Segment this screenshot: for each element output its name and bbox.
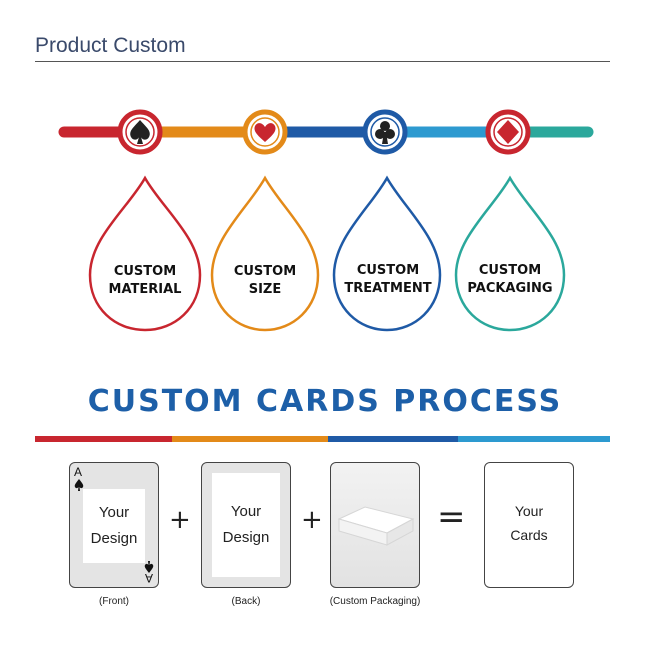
result-text: Your Cards: [485, 499, 573, 553]
back-design-area: Your Design: [212, 473, 280, 577]
design-line: Design: [222, 529, 270, 546]
design-line: Your: [98, 504, 130, 521]
label-line: CUSTOM: [113, 264, 177, 279]
design-line: Design: [90, 530, 138, 547]
drop-treatment-outline: [332, 175, 442, 332]
process-underline-orange: [172, 436, 328, 442]
design-line: Your: [230, 503, 262, 520]
process-underline-red: [35, 436, 172, 442]
packaging-caption: (Custom Packaging): [329, 596, 421, 607]
diamond-icon: [485, 109, 531, 155]
result-card: Your Cards: [484, 462, 574, 588]
front-design-area: Your Design: [83, 489, 145, 563]
label-line: SIZE: [248, 282, 282, 297]
label-line: CUSTOM: [478, 263, 542, 278]
label-line: TREATMENT: [344, 281, 432, 296]
title-divider: [35, 61, 610, 62]
back-caption: (Back): [231, 596, 261, 607]
spade-icon: [74, 479, 84, 491]
custom-options: [88, 175, 566, 332]
process-underline-blue: [328, 436, 458, 442]
page-title: Product Custom: [35, 34, 186, 57]
plus-sign: +: [169, 505, 191, 535]
label-line: PACKAGING: [467, 281, 553, 296]
label-line: MATERIAL: [108, 282, 182, 297]
packaging-card: [330, 462, 420, 588]
front-card: A Your Design A: [69, 462, 159, 588]
club-icon: [362, 109, 408, 155]
spade-icon: [144, 561, 154, 573]
drop-size-outline: [210, 175, 320, 332]
front-caption: (Front): [99, 596, 129, 607]
plus-sign: +: [301, 505, 323, 535]
card-box-image: [337, 506, 415, 546]
result-line: Cards: [510, 527, 548, 543]
drop-material-outline: [88, 175, 202, 332]
equals-sign: =: [437, 497, 466, 537]
custom-packaging-label: CUSTOM PACKAGING: [450, 262, 570, 298]
back-card: Your Design: [201, 462, 291, 588]
label-line: CUSTOM: [356, 263, 420, 278]
timeline: [58, 109, 594, 155]
corner-rank-top: A: [74, 465, 83, 479]
heart-icon: [242, 109, 288, 155]
result-line: Your: [514, 503, 544, 519]
process-title: CUSTOM CARDS PROCESS: [87, 384, 563, 419]
custom-size-label: CUSTOM SIZE: [205, 263, 325, 299]
process-underline-lightblue: [458, 436, 610, 442]
custom-material-label: CUSTOM MATERIAL: [85, 263, 205, 299]
label-line: CUSTOM: [233, 264, 297, 279]
spade-icon: [117, 109, 163, 155]
corner-rank-bottom: A: [145, 571, 154, 585]
custom-treatment-label: CUSTOM TREATMENT: [328, 262, 448, 298]
drop-packaging-outline: [454, 175, 566, 332]
